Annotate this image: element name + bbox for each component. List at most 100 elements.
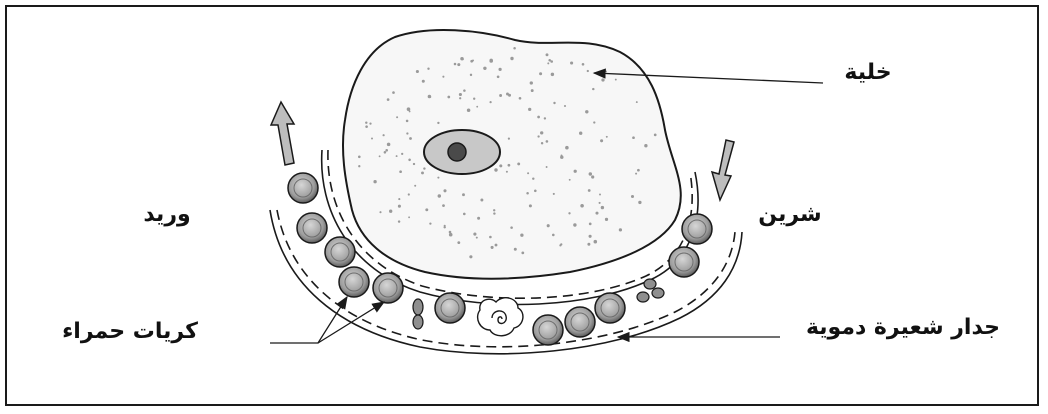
stipple-dot: [527, 172, 529, 174]
stipple-dot: [421, 171, 424, 174]
stipple-dot: [437, 122, 439, 124]
stipple-dot: [399, 170, 402, 173]
stipple-dot: [508, 164, 511, 167]
stipple-dot: [544, 117, 546, 119]
stipple-dot: [600, 139, 603, 142]
stipple-dot: [443, 189, 446, 192]
rod-cell: [652, 288, 664, 298]
red-blood-cell: [325, 237, 355, 267]
stipple-dot: [547, 224, 550, 227]
stipple-dot: [547, 62, 549, 64]
stipple-dot: [480, 199, 483, 202]
stipple-dot: [528, 108, 531, 111]
stipple-dot: [510, 57, 513, 60]
stipple-dot: [569, 179, 571, 181]
stipple-dot: [513, 47, 516, 50]
stipple-dot: [489, 236, 492, 239]
stipple-dot: [408, 216, 410, 218]
stipple-dot: [457, 241, 460, 244]
stipple-dot: [493, 212, 495, 214]
stipple-dot: [541, 142, 543, 144]
stipple-dot: [595, 212, 598, 215]
stipple-dot: [565, 146, 569, 150]
red-blood-cell: [339, 267, 369, 297]
stipple-dot: [454, 63, 457, 66]
rod-cell: [644, 279, 656, 289]
stipple-dot: [615, 79, 617, 81]
stipple-dot: [407, 107, 411, 111]
stipple-dot: [537, 116, 540, 119]
stipple-dot: [594, 240, 598, 244]
stipple-dot: [546, 140, 549, 143]
stipple-dot: [605, 70, 607, 72]
stipple-dot: [498, 68, 501, 71]
red-blood-cell: [682, 214, 712, 244]
stipple-dot: [495, 244, 498, 247]
stipple-dot: [396, 116, 398, 118]
stipple-dot: [570, 61, 573, 64]
stipple-dot: [499, 94, 502, 97]
stipple-dot: [591, 175, 594, 178]
stipple-dot: [559, 244, 561, 246]
stipple-dot: [494, 168, 497, 171]
stipple-dot: [588, 189, 591, 192]
stipple-dot: [427, 68, 429, 70]
stipple-dot: [601, 78, 604, 81]
stipple-dot: [413, 163, 415, 165]
stipple-dot: [373, 180, 376, 183]
stipple-dot: [476, 106, 478, 108]
red-blood-cell: [373, 273, 403, 303]
vein-arrow-icon: [271, 102, 294, 165]
stipple-dot: [593, 121, 595, 123]
stipple-dot: [425, 208, 428, 211]
stipple-dot: [437, 177, 439, 179]
stipple-dot: [599, 202, 601, 204]
stipple-dot: [398, 205, 401, 208]
stipple-dot: [462, 193, 465, 196]
stipple-dot: [371, 138, 373, 140]
stipple-dot: [385, 149, 388, 152]
stipple-dot: [358, 165, 360, 167]
stipple-dot: [520, 234, 523, 237]
stipple-dot: [369, 122, 371, 124]
stipple-dot: [532, 177, 534, 179]
stipple-dot: [546, 166, 548, 168]
stipple-dot: [552, 234, 555, 237]
label-capillary-wall: جدار شعيرة دموية: [806, 315, 1000, 340]
stipple-dot: [409, 137, 412, 140]
stipple-dot: [553, 102, 555, 104]
stipple-dot: [589, 235, 592, 238]
stipple-dot: [605, 218, 608, 221]
stipple-dot: [493, 209, 495, 211]
stipple-dot: [519, 97, 522, 100]
stipple-dot: [587, 243, 590, 246]
stipple-dot: [568, 212, 570, 214]
stipple-dot: [463, 213, 466, 216]
label-artery: شرين: [758, 202, 821, 227]
stipple-dot: [499, 164, 502, 167]
nucleolus: [448, 143, 466, 161]
stipple-dot: [442, 76, 444, 78]
stipple-dot: [473, 233, 476, 236]
stipple-dot: [442, 204, 445, 207]
stipple-dot: [457, 63, 460, 66]
stipple-dot: [387, 143, 391, 147]
stipple-dot: [483, 67, 486, 70]
stipple-dot: [470, 60, 473, 63]
rod-cell: [413, 299, 423, 315]
stipple-dot: [463, 89, 466, 92]
stipple-dot: [497, 75, 500, 78]
stipple-dot: [396, 155, 398, 157]
red-blood-cell: [533, 315, 563, 345]
stipple-dot: [589, 172, 592, 175]
cell-membrane: [343, 30, 681, 279]
red-blood-cell: [669, 247, 699, 277]
red-blood-cell: [595, 293, 625, 323]
stipple-dot: [582, 63, 585, 66]
stipple-dot: [632, 136, 635, 139]
stipple-dot: [574, 170, 577, 173]
stipple-dot: [601, 206, 604, 209]
stipple-dot: [587, 70, 589, 72]
stipple-dot: [414, 185, 416, 187]
stipple-dot: [358, 156, 361, 159]
